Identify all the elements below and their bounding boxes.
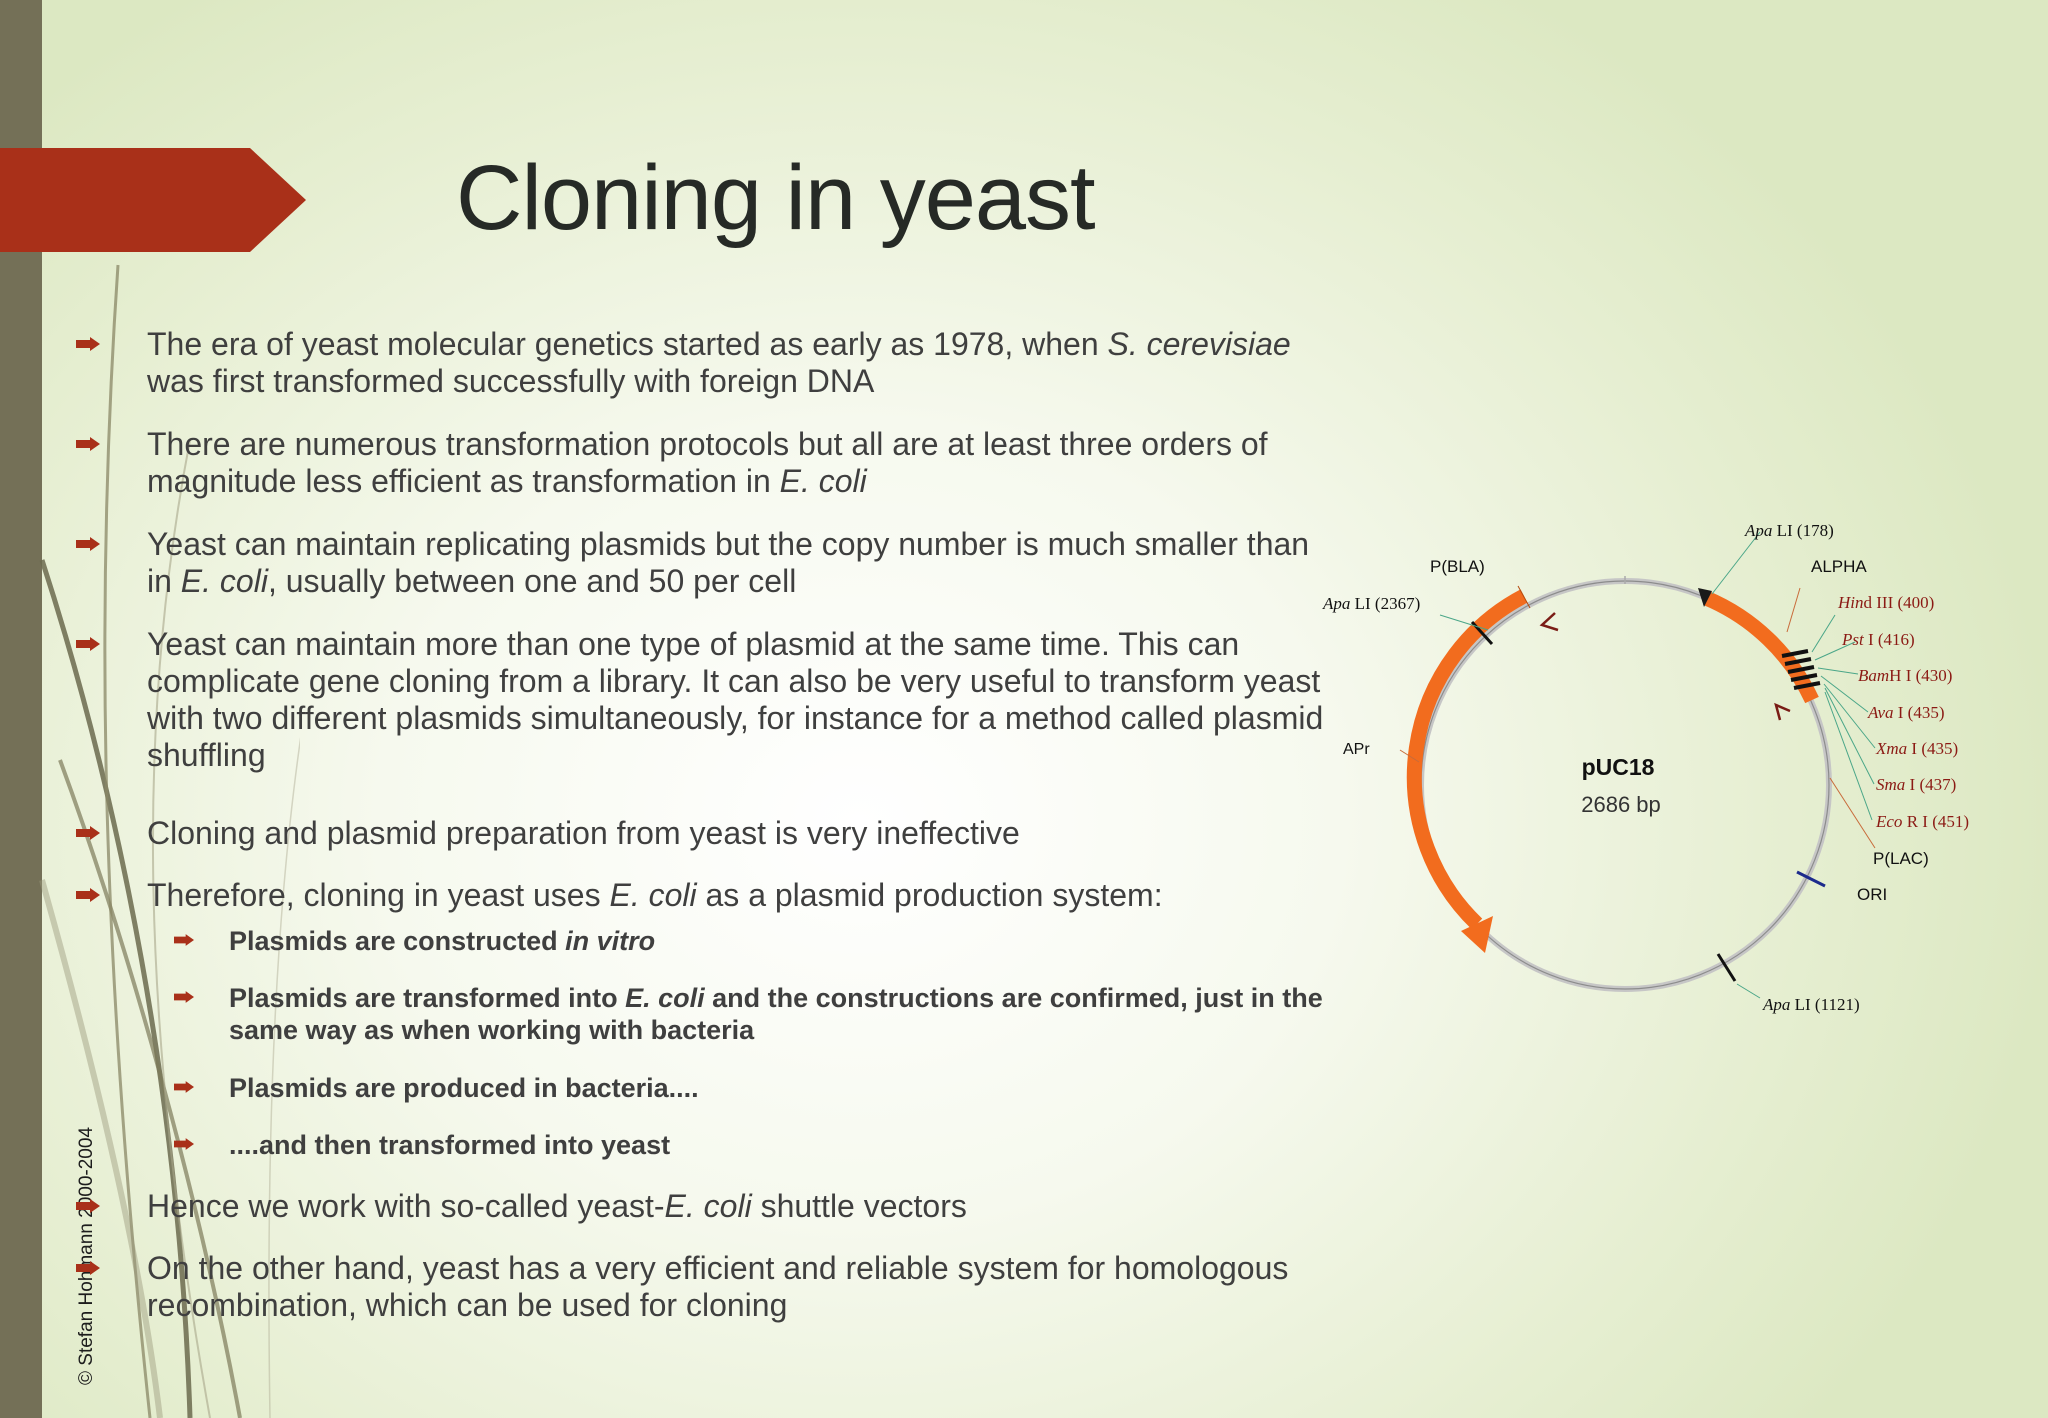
arrow-bullet-icon [76,1199,100,1213]
feature-label: APr [1343,741,1370,758]
arrow-bullet-icon [76,888,100,902]
bullet-item: There are numerous transformation protoc… [76,426,1332,500]
decorative-stems [39,264,300,1418]
title-accent-arrow [0,148,306,252]
bullet-text: E. coli [180,563,268,599]
feature-label: ALPHA [1811,557,1867,576]
bullet-text: Yeast can maintain more than one type of… [147,626,1333,773]
site-label: Apa LI (2367) [1322,594,1420,613]
apr-arrowhead [1461,916,1493,953]
bullet-item: Therefore, cloning in yeast uses E. coli… [76,877,1332,914]
site-label: Apa LI (1121) [1762,995,1860,1014]
bullet-text: Plasmids are transformed into [229,983,626,1013]
site-label: Xma I (435) [1875,739,1958,758]
site-label: Hind III (400) [1837,593,1934,612]
mcs-site-ticks [1781,649,1821,690]
bullet-text: Therefore, cloning in yeast uses [147,877,610,913]
site-label: Apa LI (178) [1744,521,1834,540]
sub-bullet-item: Plasmids are transformed into E. coli an… [174,982,1339,1046]
bullet-text: Yeast can maintain replicating plasmids … [147,526,1318,599]
site-label: Pst I (416) [1841,630,1915,649]
bullet-item: Yeast can maintain more than one type of… [76,626,1333,774]
bullet-text: as a plasmid production system: [696,877,1163,913]
bullet-text: E. coli [779,463,867,499]
bullet-text: in vitro [565,926,656,956]
sub-bullet-item: ....and then transformed into yeast [174,1129,1339,1161]
bullet-item: Cloning and plasmid preparation from yea… [76,815,1332,852]
plasmid-name: pUC18 [1582,754,1655,780]
site-label: BamH I (430) [1858,666,1952,685]
site-label: Sma I (437) [1876,775,1956,794]
alpha-gene-arrow [1703,591,1819,704]
sub-bullet-item: Plasmids are produced in bacteria.... [174,1072,1339,1104]
bullet-item: Yeast can maintain replicating plasmids … [76,526,1332,600]
bullet-text: E. coli [609,877,697,913]
bullet-text: , usually between one and 50 per cell [267,563,797,599]
arrow-bullet-icon [76,337,100,351]
feature-label: P(LAC) [1873,849,1929,868]
bullet-text: There are numerous transformation protoc… [147,426,1277,499]
bullet-text: and the constructions are confirmed, jus… [229,983,1331,1045]
bullet-text: E. coli [664,1188,752,1224]
apr-gene-arrow [1406,589,1528,930]
bullet-text: E. coli [625,983,705,1013]
p-lac-promoter-icon [1774,702,1791,721]
arrow-bullet-icon [174,1081,194,1093]
plasmid-size: 2686 bp [1581,792,1661,817]
bullet-text: Plasmids are produced in bacteria.... [229,1073,699,1103]
bullet-text: ....and then transformed into yeast [229,1130,671,1160]
arrow-bullet-icon [174,991,194,1003]
bullet-text: S. cerevisiae [1107,326,1291,362]
arrow-bullet-icon [174,934,194,946]
feature-label: ORI [1857,885,1887,904]
p-bla-promoter-icon [1539,612,1559,632]
bullet-text: On the other hand, yeast has a very effi… [147,1250,1298,1323]
bullet-item: On the other hand, yeast has a very effi… [76,1250,1332,1324]
arrow-bullet-icon [76,1261,100,1275]
bullet-text: Cloning and plasmid preparation from yea… [147,815,1020,851]
arrow-bullet-icon [76,537,100,551]
slide-title: Cloning in yeast [456,147,1096,249]
bullet-item: The era of yeast molecular genetics star… [76,326,1332,400]
bullet-text: The era of yeast molecular genetics star… [147,326,1108,362]
bullet-text: Hence we work with so-called yeast- [147,1188,665,1224]
bullet-text: shuttle vectors [751,1188,967,1224]
arrow-bullet-icon [76,437,100,451]
copyright-credit: © Stefan Hohmann 2000-2004 [76,1126,97,1385]
arrow-bullet-icon [174,1138,194,1150]
ori-tick [1796,870,1826,888]
bullet-item: Hence we work with so-called yeast-E. co… [76,1188,1332,1225]
plasmid-map: pUC18 2686 bp P(BLA) APr ALPHA P(LAC) OR… [1322,521,1969,1014]
sub-bullet-item: Plasmids are constructed in vitro [174,925,1339,957]
arrow-bullet-icon [76,826,100,840]
site-label: Ava I (435) [1867,703,1944,722]
bullet-text: Plasmids are constructed [229,926,566,956]
feature-label: P(BLA) [1430,557,1485,576]
site-label: Eco R I (451) [1875,812,1969,831]
arrow-bullet-icon [76,637,100,651]
bullet-text: was first transformed successfully with … [147,326,1300,399]
